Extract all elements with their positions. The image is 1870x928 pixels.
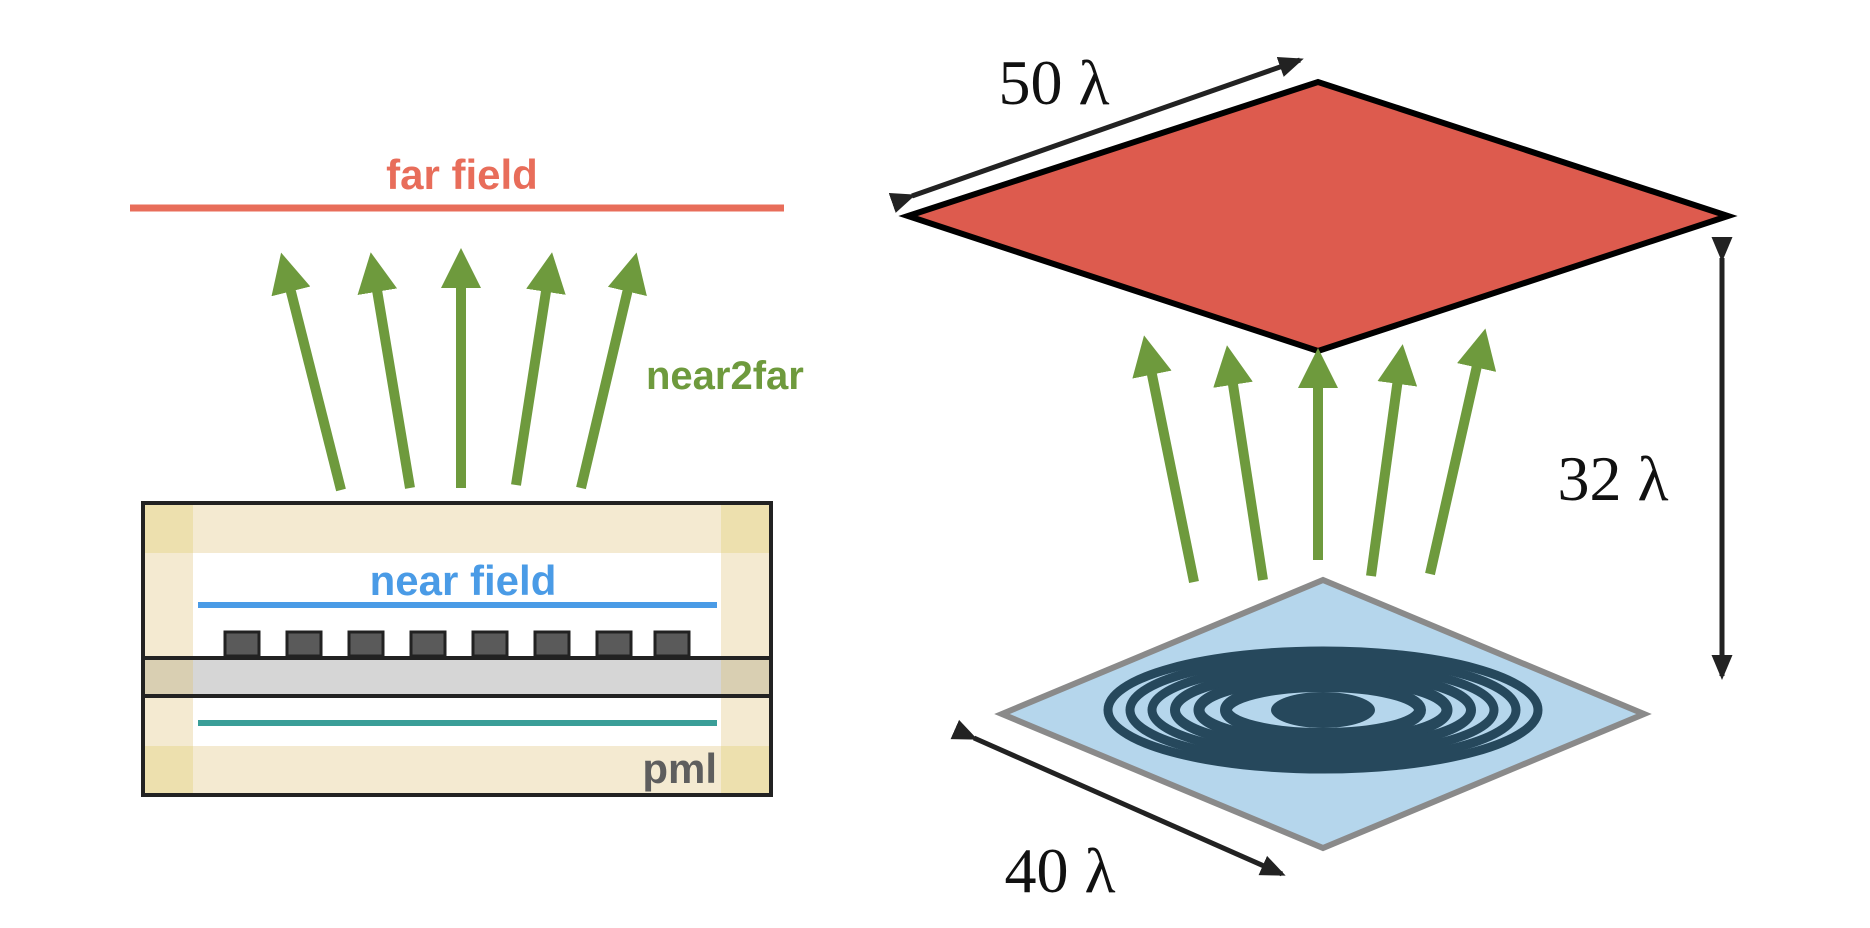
projection-arrow	[1213, 345, 1268, 581]
near2far-arrow	[271, 252, 346, 492]
projection-arrow	[1132, 335, 1199, 583]
projection-arrows	[1132, 328, 1497, 583]
width-label: 50 λ	[998, 47, 1109, 118]
ring	[1193, 673, 1453, 747]
grating-tooth	[285, 630, 323, 658]
pml-label: pml	[642, 745, 717, 792]
left-panel: far field near2far	[130, 151, 804, 797]
grating-tooth	[347, 630, 385, 658]
ring-center	[1271, 692, 1375, 728]
ring	[1220, 680, 1426, 740]
pml-bottom	[143, 746, 771, 795]
near2far-arrows	[271, 248, 647, 492]
projection-arrow	[1366, 344, 1418, 577]
cell-border	[141, 501, 773, 797]
depth-dimension-arrow	[950, 719, 1286, 877]
ring	[1147, 660, 1499, 760]
right-panel: 50 λ 32 λ 40 λ	[888, 47, 1738, 906]
grating-tooth	[653, 630, 691, 658]
projection-arrow	[1425, 328, 1497, 576]
height-label: 32 λ	[1557, 443, 1668, 514]
grating-tooth	[223, 630, 261, 658]
near-field-label: near field	[370, 557, 557, 604]
ring	[1125, 653, 1521, 767]
far-field-plane	[898, 78, 1738, 355]
near2far-label: near2far	[646, 354, 804, 398]
grating-tooth	[595, 630, 633, 658]
substrate	[143, 658, 771, 696]
near2far-arrow	[511, 252, 566, 486]
ring	[1170, 667, 1476, 753]
ring-pattern	[1103, 646, 1543, 774]
pml-top	[143, 503, 771, 553]
far-field-label: far field	[386, 151, 538, 198]
grating-tooth	[533, 630, 571, 658]
width-dimension-arrow	[888, 57, 1304, 213]
depth-label: 40 λ	[1004, 835, 1115, 906]
grating-tooth	[409, 630, 447, 658]
near2far-arrow	[357, 252, 415, 489]
simulation-cell: near field pml	[141, 501, 773, 797]
grating-tooth	[471, 630, 509, 658]
grating	[223, 630, 691, 658]
ring	[1103, 646, 1543, 774]
near2far-arrow	[576, 252, 647, 490]
